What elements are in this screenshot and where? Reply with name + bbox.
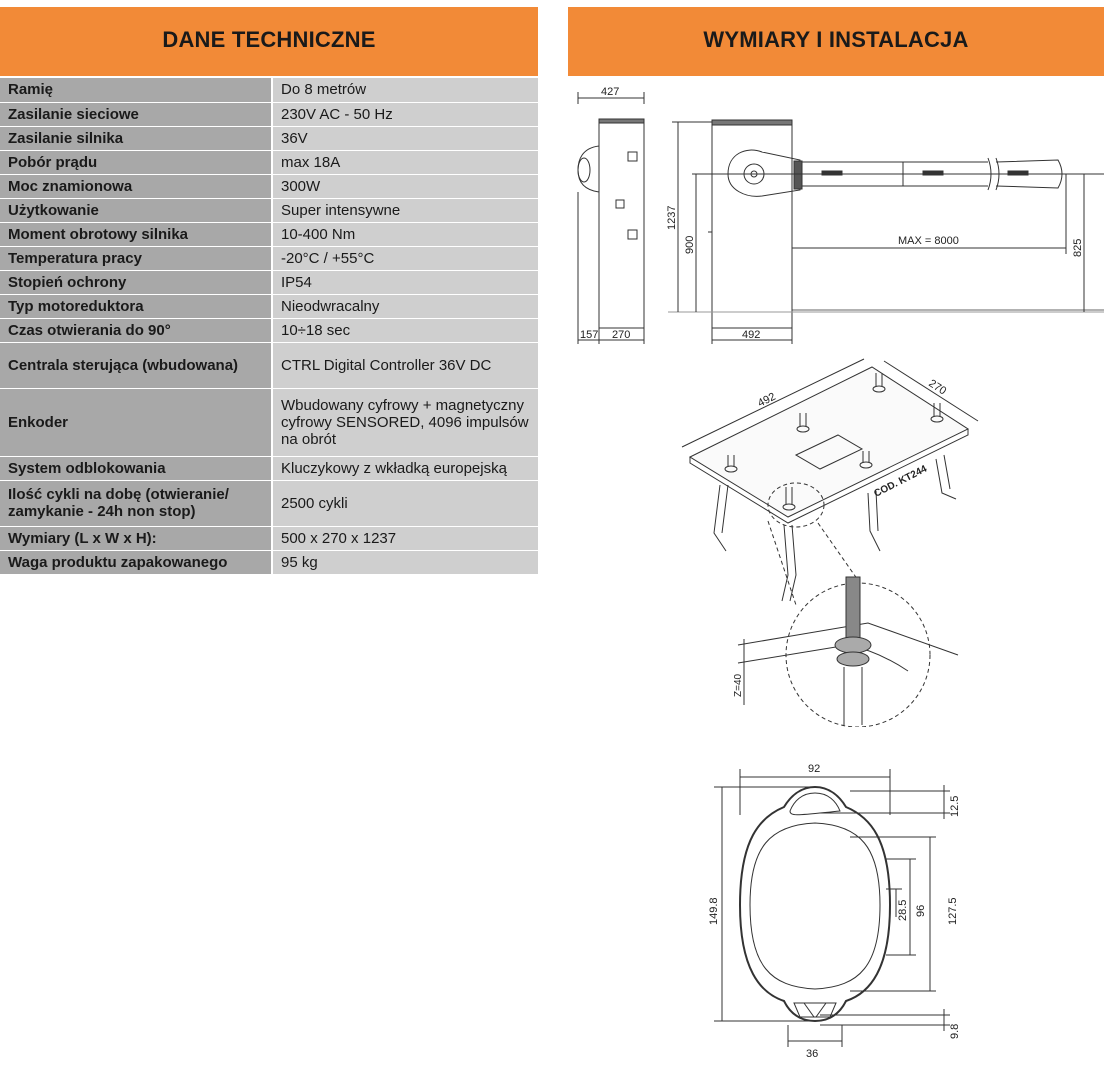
dim-label: 900 <box>684 236 696 254</box>
spec-key: Moment obrotowy silnika <box>0 222 273 247</box>
dim-label: 270 <box>612 329 630 341</box>
header-underline <box>0 73 538 76</box>
spec-value: 10-400 Nm <box>272 222 538 247</box>
barrier-elevation-drawing: 427 157 270 492 MAX = 8000 1237 900 825 <box>577 86 1104 344</box>
spec-value: 10÷18 sec <box>272 318 538 343</box>
dim-label: 427 <box>601 86 619 98</box>
spec-value: CTRL Digital Controller 36V DC <box>272 342 538 389</box>
spec-value: Kluczykowy z wkładką europejską <box>272 456 538 481</box>
spec-key: Zasilanie silnika <box>0 126 273 151</box>
header-underline <box>568 73 1104 76</box>
spec-key: Typ motoreduktora <box>0 294 273 319</box>
dim-label: 157 <box>580 329 598 341</box>
spec-value: 230V AC - 50 Hz <box>272 102 538 127</box>
dim-label: 149.8 <box>708 897 720 925</box>
section-header-dimensions: WYMIARY I INSTALACJA <box>568 7 1104 73</box>
spec-value: 2500 cykli <box>272 480 538 527</box>
spec-value: Wbudowany cyfrowy + magnetyczny cyfrowy … <box>272 388 538 457</box>
spec-value: 36V <box>272 126 538 151</box>
table-row: Czas otwierania do 90°10÷18 sec <box>0 318 538 343</box>
spec-key: Czas otwierania do 90° <box>0 318 273 343</box>
dim-label: 492 <box>742 329 760 341</box>
spec-value: 500 x 270 x 1237 <box>272 526 538 551</box>
arm-profile-drawing: 92 36 149.8 127.5 96 28.5 12.5 9.8 <box>708 763 961 1060</box>
spec-value: Nieodwracalny <box>272 294 538 319</box>
dim-label: 825 <box>1072 239 1084 257</box>
dim-label: MAX = 8000 <box>898 235 959 247</box>
spec-key: Ramię <box>0 78 273 103</box>
spec-key: Waga produktu zapakowanego <box>0 550 273 575</box>
dim-label: 492 <box>756 391 778 410</box>
section-title: DANE TECHNICZNE <box>162 27 376 52</box>
spec-value: 300W <box>272 174 538 199</box>
dim-label: 36 <box>806 1048 818 1060</box>
spec-key: Użytkowanie <box>0 198 273 223</box>
dim-label: 270 <box>926 377 948 397</box>
dim-label: 9.8 <box>949 1024 961 1039</box>
dim-label: 127.5 <box>947 897 959 925</box>
spec-key: Wymiary (L x W x H): <box>0 526 273 551</box>
table-row: Centrala sterująca (wbudowana)CTRL Digit… <box>0 342 538 389</box>
section-header-specs: DANE TECHNICZNE <box>0 7 538 73</box>
spec-key: Temperatura pracy <box>0 246 273 271</box>
base-plate-drawing: 492 270 COD. KT244 Z=40 <box>681 358 979 727</box>
table-row: Wymiary (L x W x H):500 x 270 x 1237 <box>0 526 538 551</box>
spec-value: 95 kg <box>272 550 538 575</box>
spec-key: Moc znamionowa <box>0 174 273 199</box>
spec-value: -20°C / +55°C <box>272 246 538 271</box>
dim-label: 96 <box>915 905 927 917</box>
spec-key: Stopień ochrony <box>0 270 273 295</box>
table-row: Temperatura pracy-20°C / +55°C <box>0 246 538 271</box>
spec-value: max 18A <box>272 150 538 175</box>
spec-key: Centrala sterująca (wbudowana) <box>0 342 273 389</box>
spec-value: IP54 <box>272 270 538 295</box>
spec-value: Do 8 metrów <box>272 78 538 103</box>
section-title: WYMIARY I INSTALACJA <box>703 27 969 52</box>
spec-key: Pobór prądu <box>0 150 273 175</box>
spec-key: Zasilanie sieciowe <box>0 102 273 127</box>
spec-key: Enkoder <box>0 388 273 457</box>
spec-value: Super intensywne <box>272 198 538 223</box>
dim-label: Z=40 <box>733 673 744 697</box>
dim-label: 1237 <box>666 206 678 230</box>
dim-label: 28.5 <box>897 900 909 921</box>
dim-label: 92 <box>808 763 820 775</box>
table-row: Ilość cykli na dobę (otwieranie/ zamykan… <box>0 480 538 527</box>
dim-label: 12.5 <box>949 796 961 817</box>
spec-key: System odblokowania <box>0 456 273 481</box>
spec-key: Ilość cykli na dobę (otwieranie/ zamykan… <box>0 480 273 527</box>
